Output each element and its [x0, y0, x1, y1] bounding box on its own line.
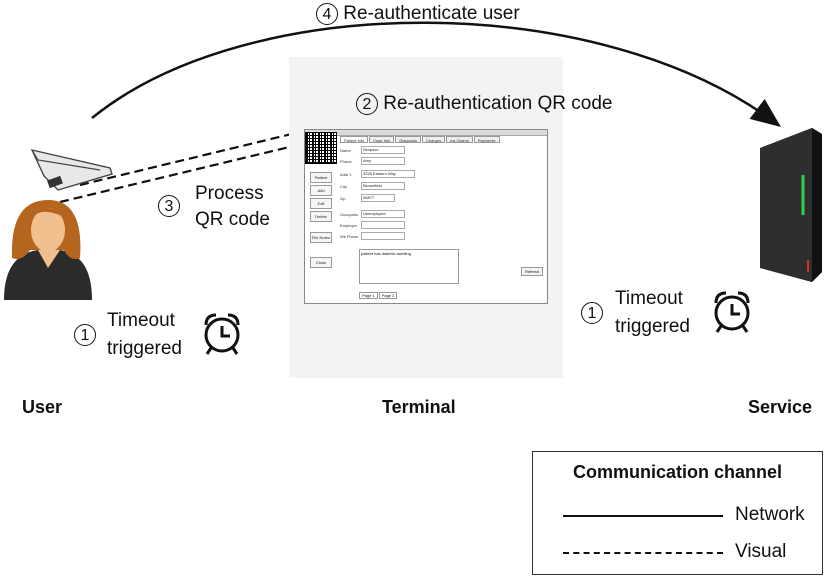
step-number: 3 — [158, 195, 180, 217]
page-tab-2[interactable]: Page 2 — [378, 292, 398, 299]
field-label: Wk Phone — [340, 233, 358, 239]
field-row: City Bloomfield — [340, 182, 405, 190]
file-notes-button[interactable]: File Notes — [310, 232, 332, 243]
legend-network-row: Network — [563, 504, 818, 528]
field-label: Employer — [340, 222, 357, 228]
field-label: Name — [340, 147, 351, 153]
legend-network-label: Network — [735, 504, 805, 525]
page-tab-1[interactable]: Page 1 — [359, 292, 378, 299]
server-icon — [760, 128, 822, 282]
network-arrow-reauth — [91, 21, 781, 128]
tab-diagnosis[interactable]: Diagnosis — [395, 136, 421, 143]
field-row: Wk Phone — [340, 232, 405, 240]
legend-solid-line — [563, 515, 723, 517]
alarm-clock-icon-user — [204, 313, 240, 355]
terminal-screenshot: Patient Info Case Info Diagnosis Charges… — [289, 57, 563, 378]
form-sidebar: Patient Add Edit Delete File Notes Close — [306, 170, 336, 270]
memo-box[interactable]: patient has diabetic swelling — [359, 249, 459, 284]
step-label-line1: Timeout — [615, 288, 683, 309]
qr-code — [305, 132, 337, 164]
add-button[interactable]: Add — [310, 185, 332, 196]
tab-payments[interactable]: Payments — [473, 136, 500, 143]
step-label: Re-authentication QR code — [383, 93, 613, 114]
legend-title: Communication channel — [572, 462, 783, 482]
legend-visual-label: Visual — [735, 541, 787, 562]
field-label: Phone — [340, 158, 352, 164]
role-service-label: Service — [748, 397, 813, 417]
step-label-line1: Process — [195, 183, 264, 204]
step-label: Re-authenticate user — [343, 3, 520, 24]
legend-visual-row: Visual — [563, 541, 818, 565]
close-button[interactable]: Close — [310, 257, 332, 268]
form-tabs: Patient Info Case Info Diagnosis Charges… — [340, 136, 500, 143]
step-number: 2 — [356, 93, 378, 115]
field-label: Zip — [340, 195, 346, 201]
tab-case-info[interactable]: Case Info — [369, 136, 395, 143]
tab-ins-claims[interactable]: Ins Claims — [446, 136, 473, 143]
step-label-line1: Timeout — [107, 310, 175, 331]
field-label: Occupation — [340, 211, 358, 217]
field-label: City — [340, 183, 347, 189]
step-label-line2: triggered — [107, 338, 182, 359]
step-reauth-user: 4 Re-authenticate user — [316, 3, 520, 25]
field-input[interactable] — [361, 232, 405, 240]
page-tabs: Page 1 Page 2 — [359, 292, 398, 299]
refresh-button[interactable]: Refresh — [520, 267, 543, 276]
window-title-bar — [305, 130, 547, 136]
step-number: 1 — [74, 324, 96, 346]
field-input[interactable] — [361, 221, 405, 229]
delete-button[interactable]: Delete — [310, 211, 332, 222]
field-row: Occupation Unemployed — [340, 210, 405, 218]
legend-dashed-line — [563, 552, 723, 554]
step-label-line2: triggered — [615, 316, 690, 337]
visual-line-upper — [79, 130, 301, 187]
field-input[interactable]: Simpson — [361, 146, 405, 154]
patient-form-window: Patient Info Case Info Diagnosis Charges… — [304, 129, 548, 304]
step-number: 4 — [316, 3, 338, 25]
field-row: Employer — [340, 221, 405, 229]
step-qr-code: 2 Re-authentication QR code — [356, 93, 612, 115]
field-label: Addr 1 — [340, 171, 352, 177]
step-label-line2: QR code — [195, 209, 270, 230]
field-input[interactable]: Unemployed — [361, 210, 405, 218]
field-row: Zip 06877 — [340, 194, 395, 202]
field-input[interactable]: Bloomfield — [361, 182, 405, 190]
field-row: Addr 1 3228 Eastern Way — [340, 170, 415, 178]
role-terminal-label: Terminal — [382, 397, 456, 417]
role-user-label: User — [22, 397, 63, 417]
field-row: Phone Amy — [340, 157, 405, 165]
sidebar-patient[interactable]: Patient — [310, 172, 332, 183]
field-input[interactable]: 06877 — [361, 194, 395, 202]
field-input[interactable]: 3228 Eastern Way — [361, 170, 415, 178]
alarm-clock-icon-service — [714, 291, 750, 333]
user-avatar-icon — [4, 200, 92, 300]
step-number: 1 — [581, 302, 603, 324]
tab-charges[interactable]: Charges — [421, 136, 446, 143]
edit-button[interactable]: Edit — [310, 198, 332, 209]
tab-patient-info[interactable]: Patient Info — [340, 136, 369, 143]
smart-glasses-icon — [30, 148, 113, 191]
field-input[interactable]: Amy — [361, 157, 405, 165]
field-row: Name Simpson — [340, 146, 405, 154]
legend-box: Communication channel Network Visual — [532, 451, 823, 575]
